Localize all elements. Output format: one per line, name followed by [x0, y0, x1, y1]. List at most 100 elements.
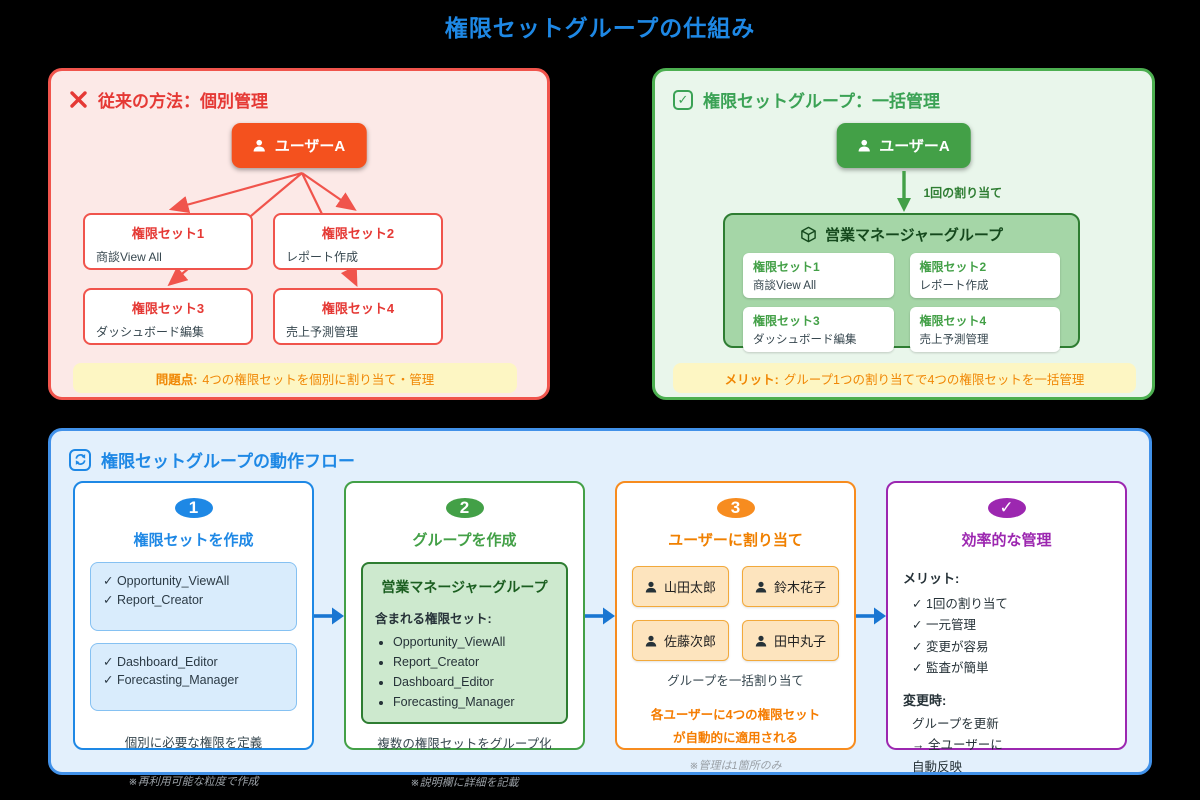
checklist-item: ✓ Opportunity_ViewAll	[103, 574, 230, 588]
permission-set-name: 権限セット1	[131, 226, 205, 241]
group-permission-card: 権限セット4 売上予測管理	[909, 307, 1060, 352]
checklist-item: ✓ Dashboard_Editor	[103, 654, 218, 669]
included-sets-list: Opportunity_ViewAll Report_Creator Dashb…	[375, 632, 554, 712]
efficiency-details: メリット: ✓ 1回の割り当て ✓ 一元管理 ✓ 変更が容易 ✓ 監査が簡単 変…	[903, 562, 1110, 778]
checkbox-icon: ✓	[673, 89, 693, 110]
permission-set-grid: 権限セット1 商談View All 権限セット2 レポート作成 権限セット3 ダ…	[83, 213, 443, 345]
workflow-steps: 1 権限セットを作成 ✓ Opportunity_ViewAll ✓ Repor…	[73, 481, 1127, 789]
flow-arrow-icon	[314, 481, 344, 750]
step-2-caption: 複数の権限セットをグループ化	[377, 737, 552, 751]
included-set-item: Dashboard_Editor	[393, 672, 554, 692]
traditional-panel-header: 従来の方法：個別管理	[69, 87, 268, 112]
auto-apply-highlight: 各ユーザーに4つの権限セット が自動的に適用される	[651, 704, 820, 749]
problem-note: 問題点: 4つの権限セットを個別に割り当て・管理	[73, 363, 517, 393]
traditional-method-panel: 従来の方法：個別管理 ユーザーA 権限セット1 商談View All	[48, 68, 550, 400]
group-method-panel: ✓ 権限セットグループ：一括管理 ユーザーA 1回の割り当て 営業マネージャーグ…	[652, 68, 1155, 400]
permission-set-name: 権限セット4	[919, 314, 987, 328]
group-box-header: 営業マネージャーグループ	[738, 224, 1065, 245]
step-2-title: グループを作成	[412, 532, 517, 549]
permission-set-desc: 売上予測管理	[286, 325, 359, 339]
user-name: 鈴木花子	[773, 580, 826, 595]
person-icon	[858, 139, 870, 152]
flow-arrow-icon	[585, 481, 615, 750]
person-icon	[645, 635, 657, 646]
included-sets-label: 含まれる権限セット:	[375, 612, 492, 626]
merit-note-label: メリット:	[724, 372, 779, 387]
permission-set-box: 権限セット4 売上予測管理	[273, 288, 443, 345]
merit-item: ✓ 変更が容易	[912, 639, 989, 654]
step-2-card: 2 グループを作成 営業マネージャーグループ 含まれる権限セット: Opport…	[344, 481, 585, 789]
permission-checklist-box: ✓ Opportunity_ViewAll ✓ Report_Creator	[90, 562, 297, 631]
group-name: 営業マネージャーグループ	[381, 579, 548, 595]
step-3-number: 3	[716, 498, 755, 518]
group-definition-box: 営業マネージャーグループ 含まれる権限セット: Opportunity_View…	[361, 562, 568, 724]
user-name: 佐藤次郎	[663, 634, 716, 649]
user-chip: 山田太郎	[632, 566, 729, 607]
permission-set-name: 権限セット2	[919, 260, 987, 274]
user-name: 山田太郎	[663, 580, 716, 595]
included-set-item: Report_Creator	[393, 652, 554, 672]
group-permission-card: 権限セット2 レポート作成	[909, 253, 1060, 298]
permission-set-box: 権限セット1 商談View All	[83, 213, 253, 270]
step-2-note: ※説明欄に詳細を記載	[410, 777, 519, 789]
step-2-number: 2	[445, 498, 484, 518]
permission-set-name: 権限セット2	[321, 226, 395, 241]
flow-arrow-icon	[856, 481, 886, 750]
highlight-line: が自動的に適用される	[672, 730, 798, 745]
step-1-title: 権限セットを作成	[133, 532, 254, 549]
change-label: 変更時:	[903, 693, 947, 708]
step-4-card: ✓ 効率的な管理 メリット: ✓ 1回の割り当て ✓ 一元管理 ✓ 変更が容易 …	[886, 481, 1127, 774]
sync-glyph	[74, 454, 86, 465]
step-4-check: ✓	[987, 498, 1026, 518]
checklist-item: ✓ Report_Creator	[103, 592, 204, 607]
step-1-note: ※再利用可能な粒度で作成	[128, 776, 259, 788]
person-icon	[645, 581, 657, 592]
user-chip: 鈴木花子	[742, 566, 839, 607]
merit-item: ✓ 監査が簡単	[912, 660, 989, 675]
permission-set-desc: 売上予測管理	[919, 334, 989, 346]
workflow-panel: 権限セットグループの動作フロー 1 権限セットを作成 ✓ Opportunity…	[48, 428, 1152, 789]
merit-item: ✓ 一元管理	[912, 618, 976, 633]
single-assignment-label: 1回の割り当て	[923, 186, 1003, 200]
step-3-title: ユーザーに割り当て	[668, 532, 803, 549]
merits-label: メリット:	[903, 571, 960, 586]
manager-group-box: 営業マネージャーグループ 権限セット1 商談View All 権限セット2 レポ…	[723, 213, 1080, 352]
permission-set-name: 権限セット3	[753, 314, 820, 328]
change-line: → 全ユーザーに	[912, 738, 1003, 753]
change-line: 自動反映	[912, 759, 963, 774]
x-icon	[70, 91, 87, 108]
merit-note-text: グループ1つの割り当てで4つの権限セットを一括管理	[783, 372, 1085, 387]
group-panel-title: 権限セットグループ：一括管理	[703, 92, 940, 111]
change-line: グループを更新	[912, 717, 999, 731]
step-1-number: 1	[174, 498, 213, 518]
step-3-card: 3 ユーザーに割り当て 山田太郎 鈴木花子 佐藤次郎	[615, 481, 856, 772]
merit-note: メリット: グループ1つの割り当てで4つの権限セットを一括管理	[673, 363, 1136, 393]
problem-note-label: 問題点:	[155, 372, 198, 387]
permission-set-name: 権限セット3	[131, 301, 205, 316]
traditional-panel-title: 従来の方法：個別管理	[98, 92, 268, 111]
permission-checklist-box: ✓ Dashboard_Editor ✓ Forecasting_Manager	[90, 642, 297, 711]
permission-set-desc: レポート作成	[286, 250, 359, 264]
person-icon	[755, 635, 767, 646]
package-icon	[801, 226, 816, 243]
step-3-note: ※管理は1箇所のみ	[689, 760, 782, 772]
permission-set-name: 権限セット4	[321, 301, 395, 316]
highlight-line: 各ユーザーに4つの権限セット	[650, 708, 821, 722]
merit-item: ✓ 1回の割り当て	[912, 597, 1008, 611]
down-arrow-icon	[896, 171, 911, 212]
permission-set-desc: ダッシュボード編集	[753, 334, 857, 346]
user-a-badge: ユーザーA	[836, 123, 971, 168]
sync-icon	[69, 448, 91, 471]
user-a-badge: ユーザーA	[231, 123, 367, 168]
checklist-item: ✓ Forecasting_Manager	[103, 673, 239, 688]
group-permission-card: 権限セット1 商談View All	[743, 253, 894, 298]
group-panel-header: ✓ 権限セットグループ：一括管理	[673, 87, 940, 112]
permission-set-desc: ダッシュボード編集	[96, 325, 205, 339]
user-a-label: ユーザーA	[879, 138, 950, 155]
permission-set-name: 権限セット1	[753, 260, 820, 274]
user-chip: 佐藤次郎	[632, 620, 729, 661]
group-permission-grid: 権限セット1 商談View All 権限セット2 レポート作成 権限セット3 ダ…	[738, 253, 1065, 352]
step-1-caption: 個別に必要な権限を定義	[124, 736, 263, 750]
step-3-caption: グループを一括割り当て	[667, 674, 804, 688]
